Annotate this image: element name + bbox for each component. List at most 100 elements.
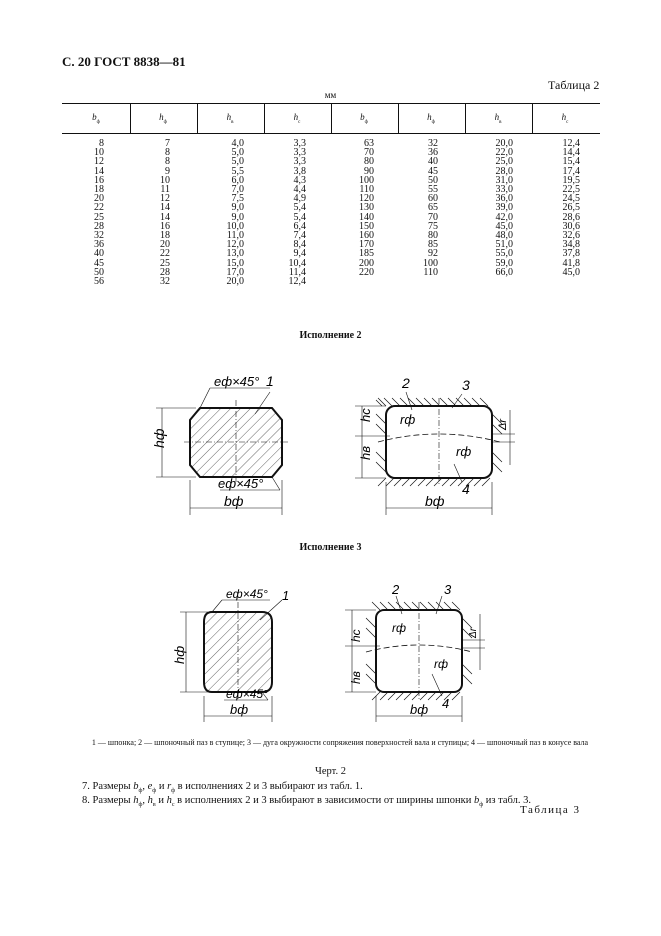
page-header: С. 20 ГОСТ 8838—81	[62, 54, 186, 70]
table-cell: 20,0	[226, 276, 245, 288]
table-cell: 12,4	[288, 276, 307, 288]
table-cell: 20,0	[495, 138, 514, 149]
table-cell: 100	[359, 174, 374, 186]
table-cell: 18	[94, 184, 104, 196]
table-cell: 25,0	[495, 156, 514, 168]
table-cell: 7,0	[231, 184, 245, 196]
table-col-divider	[465, 103, 466, 133]
table-cell: 5,0	[231, 147, 245, 159]
table-cell: 12,0	[226, 239, 245, 251]
table-cell: 100	[423, 257, 438, 269]
table-cell: 85	[428, 239, 438, 251]
standard-code: ГОСТ 8838—81	[94, 54, 186, 69]
table-cell: 110	[423, 266, 438, 278]
table-cell: 66,0	[495, 266, 514, 278]
key-section	[184, 400, 288, 482]
table-cell: 22	[160, 248, 170, 260]
table-cell: 32,6	[562, 230, 581, 242]
callout-1: 1	[266, 373, 274, 389]
table-cell: 25	[160, 257, 170, 269]
table-cell: 50	[428, 174, 438, 186]
chamfer-label-bottom: eф×45°	[218, 476, 263, 491]
table-col-divider	[532, 103, 533, 133]
table-cell: 13,0	[226, 248, 245, 260]
table-cell: 31,0	[495, 174, 514, 186]
table-cell: 11	[160, 184, 170, 196]
table-cell: 39,0	[495, 202, 514, 214]
table-cell: 7	[165, 138, 170, 149]
table-cell: 32	[94, 230, 104, 242]
figure-legend: 1 — шпонка; 2 — шпоночный паз в ступице;…	[91, 738, 589, 747]
hc-label: hс	[349, 629, 363, 642]
callout-2: 2	[401, 375, 410, 391]
col-header-hv2: hв	[494, 112, 502, 125]
table-cell: 17,4	[562, 165, 581, 177]
table-cell: 7,5	[231, 193, 245, 205]
table-cell: 14	[160, 202, 170, 214]
table-cell: 11,0	[226, 230, 244, 242]
table-cell: 22,5	[562, 184, 581, 196]
table-cell: 28,6	[562, 211, 581, 223]
table-cell: 28	[94, 220, 104, 232]
radius-label-top: rф	[400, 412, 415, 427]
table-col-divider	[197, 103, 198, 133]
table-cell: 75	[428, 220, 438, 232]
table-cell: 10,4	[288, 257, 307, 269]
table-cell: 160	[359, 230, 374, 242]
key-section	[203, 602, 273, 700]
paragraph-7: 7. Размеры bф, eф и rф в исполнениях 2 и…	[82, 781, 363, 795]
table-cell: 9,0	[231, 202, 245, 214]
table2-caption: Таблица 2	[548, 78, 600, 92]
table-cell: 34,8	[562, 239, 581, 251]
table-cell: 5,4	[293, 202, 307, 214]
table-cell: 50	[94, 266, 104, 278]
variant3-drawing: eф×45° eф×45° bф hф 1 hс hв rф rф bф Δr …	[172, 582, 485, 722]
col-header-hc2: hс	[561, 112, 569, 125]
table-cell: 45,0	[495, 220, 514, 232]
table-cell: 12	[160, 193, 170, 205]
radius-label-top: rф	[392, 621, 406, 635]
col-header-hv: hв	[226, 112, 234, 125]
table-cell: 45,0	[562, 266, 581, 278]
table-cell: 3,8	[293, 165, 307, 177]
table-cell: 14	[94, 165, 104, 177]
hv-label: hв	[358, 446, 373, 460]
callout-3: 3	[462, 377, 470, 393]
page-number: С. 20	[62, 54, 91, 69]
groove-section	[375, 397, 503, 487]
table-col-divider	[331, 103, 332, 133]
table-cell: 9,0	[231, 211, 245, 223]
table-cell: 3,3	[293, 147, 307, 159]
table-cell: 40	[94, 248, 104, 260]
chamfer-label-bottom: eф×45°	[226, 687, 268, 701]
table-cell: 36	[94, 239, 104, 251]
table-cell: 10	[94, 147, 104, 159]
table-cell: 14,4	[562, 147, 581, 159]
callout-2: 2	[391, 582, 400, 597]
table-cell: 3,3	[293, 156, 307, 168]
table-cell: 10	[160, 174, 170, 186]
col-header-h: hф	[159, 112, 167, 125]
table-cell: 8	[165, 156, 170, 168]
table-cell: 130	[359, 202, 374, 214]
table-cell: 36	[428, 147, 438, 159]
table-cell: 70	[428, 211, 438, 223]
table-cell: 55	[428, 184, 438, 196]
table-cell: 33,0	[495, 184, 514, 196]
table-cell: 42,0	[495, 211, 514, 223]
table-cell: 70	[364, 147, 374, 159]
paragraph-8: 8. Размеры hф, hв и hс в исполнениях 2 и…	[82, 795, 531, 809]
callout-3: 3	[444, 582, 452, 597]
table-col-divider	[398, 103, 399, 133]
col-header-hc: hс	[293, 112, 301, 125]
table-cell: 20	[94, 193, 104, 205]
width-label: bф	[224, 493, 244, 509]
table-cell: 65	[428, 202, 438, 214]
table-cell: 12	[94, 156, 104, 168]
table-cell: 170	[359, 239, 374, 251]
